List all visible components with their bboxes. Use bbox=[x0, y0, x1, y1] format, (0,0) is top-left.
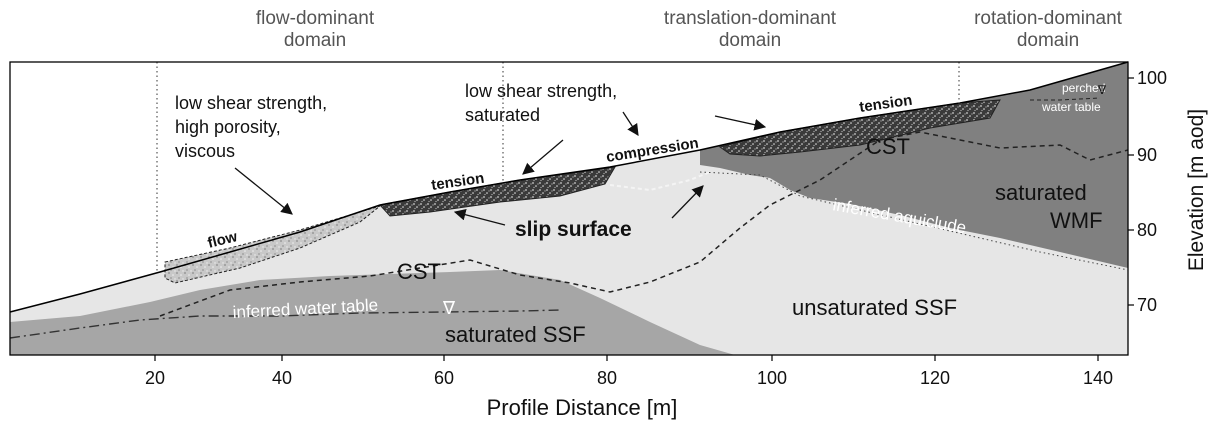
arrow-porosity bbox=[234, 167, 293, 215]
translation-domain-line1: translation-dominant bbox=[663, 8, 837, 29]
y-tick-90: 90 bbox=[1137, 145, 1157, 165]
arrow-slip-surface-left bbox=[453, 208, 506, 226]
label-low-shear-saturated-2: saturated bbox=[465, 105, 540, 125]
annotation-arrows bbox=[234, 111, 767, 226]
label-water-table-symbol: ∇ bbox=[442, 298, 456, 318]
slip-surface-line bbox=[609, 171, 711, 192]
x-tick-100: 100 bbox=[757, 368, 787, 388]
rotation-domain-line2: domain bbox=[1016, 30, 1080, 51]
x-tick-60: 60 bbox=[434, 368, 454, 388]
y-tick-80: 80 bbox=[1137, 220, 1157, 240]
label-slip-surface: slip surface bbox=[515, 218, 632, 241]
x-tick-20: 20 bbox=[145, 368, 165, 388]
rotation-domain-label: rotation-dominant domain bbox=[948, 8, 1148, 52]
label-flow: flow bbox=[206, 228, 240, 252]
label-low-shear-porosity-2: high porosity, bbox=[175, 117, 281, 137]
y-tick-100: 100 bbox=[1137, 68, 1167, 88]
label-saturated-wmf-1: saturated bbox=[995, 180, 1087, 205]
x-tick-120: 120 bbox=[920, 368, 950, 388]
plot-frame bbox=[9, 61, 1129, 356]
flow-domain-line2: domain bbox=[283, 30, 347, 51]
flow-domain-line1: flow-dominant bbox=[255, 8, 375, 29]
x-tick-labels: 20 40 60 80 100 120 140 bbox=[145, 368, 1113, 388]
arrow-tension-right bbox=[714, 115, 767, 131]
label-cst-upper: CST bbox=[866, 134, 910, 159]
label-saturated-ssf: saturated SSF bbox=[445, 322, 586, 347]
saturated-wmf-zone bbox=[700, 62, 1128, 268]
label-unsaturated-ssf: unsaturated SSF bbox=[792, 295, 957, 320]
y-axis-ticks bbox=[1128, 77, 1134, 306]
label-cst-lower: CST bbox=[397, 259, 441, 284]
arrow-slip-surface-right bbox=[671, 185, 704, 219]
x-tick-40: 40 bbox=[272, 368, 292, 388]
label-perched-symbol: ∇ bbox=[1097, 83, 1107, 97]
label-perched-1: perched bbox=[1062, 81, 1105, 95]
label-saturated-wmf-2: WMF bbox=[1050, 208, 1103, 233]
translation-domain-label: translation-dominant domain bbox=[620, 8, 880, 52]
translation-domain-line2: domain bbox=[718, 30, 782, 51]
ground-surface-line bbox=[9, 61, 1129, 313]
flow-body bbox=[164, 205, 381, 284]
inferred-aquiclude-line bbox=[699, 171, 1129, 271]
x-axis-label: Profile Distance [m] bbox=[487, 395, 678, 420]
inferred-water-table-line bbox=[9, 309, 561, 339]
y-tick-70: 70 bbox=[1137, 295, 1157, 315]
label-low-shear-saturated-1: low shear strength, bbox=[465, 81, 617, 101]
rotation-domain-line1: rotation-dominant bbox=[974, 8, 1122, 29]
arrow-compression bbox=[622, 111, 639, 136]
label-low-shear-porosity-1: low shear strength, bbox=[175, 93, 327, 113]
x-tick-80: 80 bbox=[597, 368, 617, 388]
label-low-shear-porosity-3: viscous bbox=[175, 141, 235, 161]
perched-water-table-line bbox=[1030, 97, 1101, 101]
y-tick-labels: 100 90 80 70 bbox=[1137, 68, 1167, 315]
flow-domain-label: flow-dominant domain bbox=[220, 8, 410, 52]
x-tick-140: 140 bbox=[1083, 368, 1113, 388]
x-axis-ticks bbox=[154, 355, 1099, 361]
label-perched-2: water table bbox=[1041, 100, 1101, 114]
y-axis-label: Elevation [m aod] bbox=[1185, 109, 1208, 271]
arrow-saturated bbox=[522, 139, 564, 175]
